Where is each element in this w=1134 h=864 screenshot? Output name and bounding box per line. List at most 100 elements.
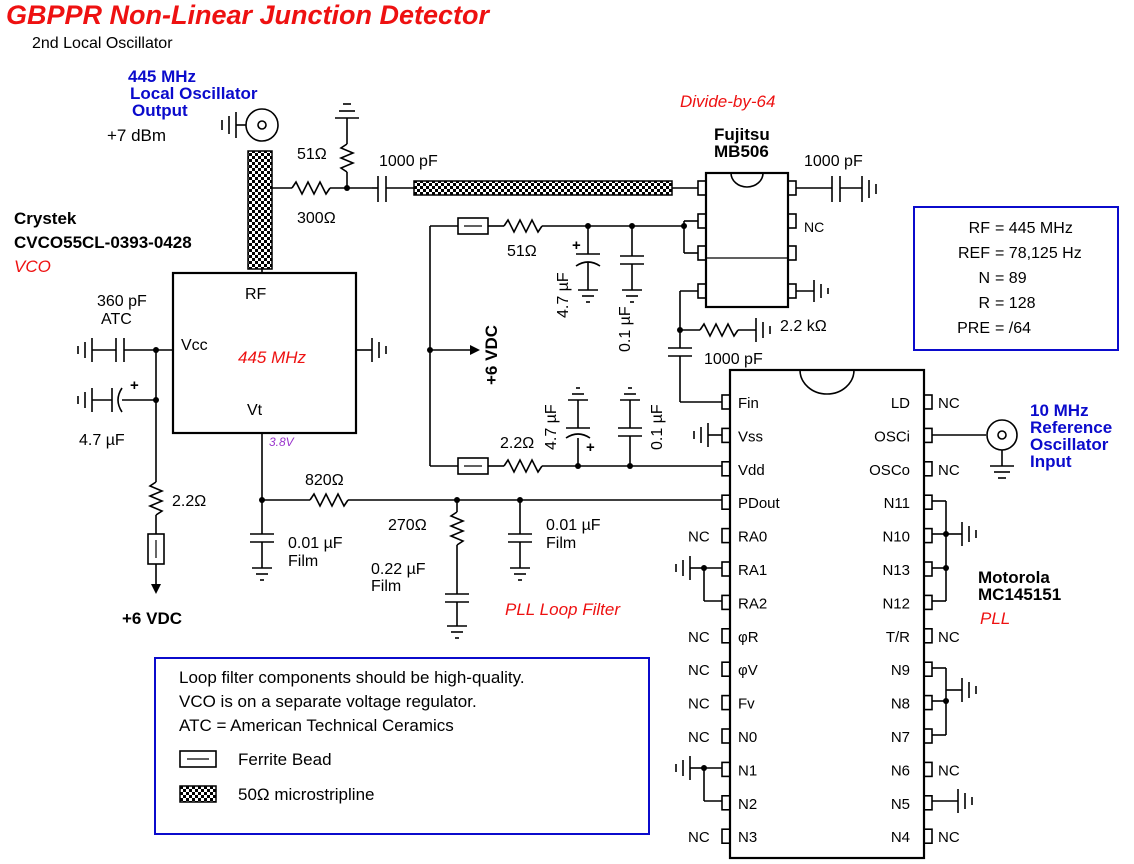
pll-pin-right: [923, 761, 933, 778]
pll-pin-left: [721, 728, 731, 744]
c-0u1-pll-label: 0.1 µF: [649, 404, 666, 450]
r-820-label: 820Ω: [305, 472, 344, 489]
pll-pin-left: [721, 761, 731, 778]
pll-pin-left: [721, 694, 731, 711]
c-0u01-b-label: 0.01 µF: [546, 517, 601, 534]
vco-pin-rf: RF: [245, 286, 267, 303]
c-4u7-vco-plus: +: [130, 377, 139, 394]
ref-input-label: Reference: [1030, 418, 1112, 437]
lo-output-label: Output: [132, 101, 188, 120]
ref-input-label: Input: [1030, 452, 1072, 471]
r-300-label: 300Ω: [297, 210, 336, 227]
pll-pin-label: N4: [891, 829, 910, 846]
pll-pin-label: N7: [891, 729, 910, 746]
c-0u1-top-label: 0.1 µF: [617, 306, 634, 352]
pll-nc-label: NC: [688, 629, 710, 646]
page-title: GBPPR Non-Linear Junction Detector: [6, 0, 491, 30]
pll-pin-right: [923, 460, 933, 477]
prescaler-supply: [430, 217, 698, 303]
pll-pin-label: T/R: [886, 629, 910, 646]
film-b-label: Film: [546, 535, 576, 552]
pll-pin-label: N13: [882, 562, 910, 579]
setting-key: N: [978, 270, 990, 287]
film-a-label: Film: [288, 553, 318, 570]
vdc-bus-label: +6 VDC: [482, 325, 501, 385]
film-c-label: Film: [371, 578, 401, 595]
pll-pin-right: [923, 494, 933, 511]
prescaler-nc-label: NC: [804, 219, 824, 235]
pll-pin-label: RA2: [738, 595, 767, 612]
pll-pin-label: N2: [738, 796, 757, 813]
pll-nc-label: NC: [938, 762, 960, 779]
pll-pin-left: [721, 661, 731, 678]
pll-right-wiring: [932, 419, 1018, 813]
prescaler-ground-icon: [796, 280, 829, 302]
pll-left-wiring: [675, 423, 722, 802]
microstrip-vco-rf: [247, 150, 273, 270]
pll-pin-left: [721, 828, 731, 845]
c-360-label: 360 pF: [97, 293, 147, 310]
r-2r2-vco-label: 2.2Ω: [172, 493, 206, 510]
pll-pin-right: [923, 794, 933, 811]
prescaler-out-network: [668, 290, 771, 403]
pll-pin-right: [923, 527, 933, 544]
c-0u01-a-label: 0.01 µF: [288, 535, 343, 552]
c-1000-prescaler-label: 1000 pF: [804, 153, 863, 170]
atc-label: ATC: [101, 311, 132, 328]
c-4u7-vco-label: 4.7 µF: [79, 432, 125, 449]
pll-pin-left: [721, 627, 731, 644]
c-1000-fin-label: 1000 pF: [704, 351, 763, 368]
pll-pin-label: N8: [891, 696, 910, 713]
lo-output-label: 445 MHz: [128, 67, 196, 86]
capacitor-series: [372, 176, 414, 202]
ref-input-label: 10 MHz: [1030, 401, 1089, 420]
ref-input-label: Oscillator: [1030, 435, 1109, 454]
pll-pin-left: [721, 527, 731, 544]
notes-box: [154, 657, 650, 835]
setting-value: = 445 MHz: [995, 220, 1073, 237]
pll-maker: Motorola: [978, 568, 1050, 587]
pll-label: PLL: [980, 609, 1010, 628]
c-0u22-label: 0.22 µF: [371, 561, 426, 578]
vco-freq: 445 MHz: [238, 348, 307, 367]
vdc-bus: [427, 226, 480, 467]
pll-pin-label: Fv: [738, 696, 755, 713]
pll-pin-label: N0: [738, 729, 757, 746]
prescaler-out-cap: [796, 176, 877, 202]
pll-pin-right: [923, 427, 933, 444]
pll-nc-label: NC: [688, 829, 710, 846]
vco-pin-vcc: Vcc: [181, 337, 208, 354]
pll-nc-label: NC: [688, 529, 710, 546]
vco-part: CVCO55CL-0393-0428: [14, 233, 192, 252]
pll-pin-right: [923, 627, 933, 644]
note-line: Loop filter components should be high-qu…: [179, 668, 525, 687]
c-4u7-pll-plus: +: [586, 439, 595, 456]
pll-pin-label: N3: [738, 829, 757, 846]
pll-pin-label: Vdd: [738, 462, 765, 479]
pll-pin-label: LD: [891, 395, 910, 412]
divide-by-64-label: Divide-by-64: [680, 92, 775, 111]
pll-pin-left: [721, 427, 731, 444]
rf-attenuator: [272, 103, 372, 196]
setting-value: = 128: [995, 295, 1036, 312]
pll-pin-label: OSCi: [874, 428, 910, 445]
pll-part: MC145151: [978, 585, 1061, 604]
pll-pin-right: [923, 594, 933, 611]
pll-pin-right: [923, 561, 933, 577]
pll-pin-label: Vss: [738, 428, 763, 445]
r-2r2-pll-label: 2.2Ω: [500, 435, 534, 452]
pll-nc-label: NC: [688, 696, 710, 713]
pll-nc-label: NC: [688, 729, 710, 746]
pll-pin-right: [923, 694, 933, 711]
pll-pin-label: Fin: [738, 395, 759, 412]
vco-ground-icon: [356, 338, 387, 362]
legend-ferrite: Ferrite Bead: [238, 750, 332, 769]
legend-microstrip: 50Ω microstripline: [238, 785, 374, 804]
lo-output-label: Local Oscillator: [130, 84, 258, 103]
pll-chip: [728, 368, 926, 860]
pll-pin-label: φR: [738, 629, 759, 646]
loop-filter: [250, 433, 722, 639]
pll-pin-left: [721, 594, 731, 611]
vco-maker: Crystek: [14, 209, 77, 228]
